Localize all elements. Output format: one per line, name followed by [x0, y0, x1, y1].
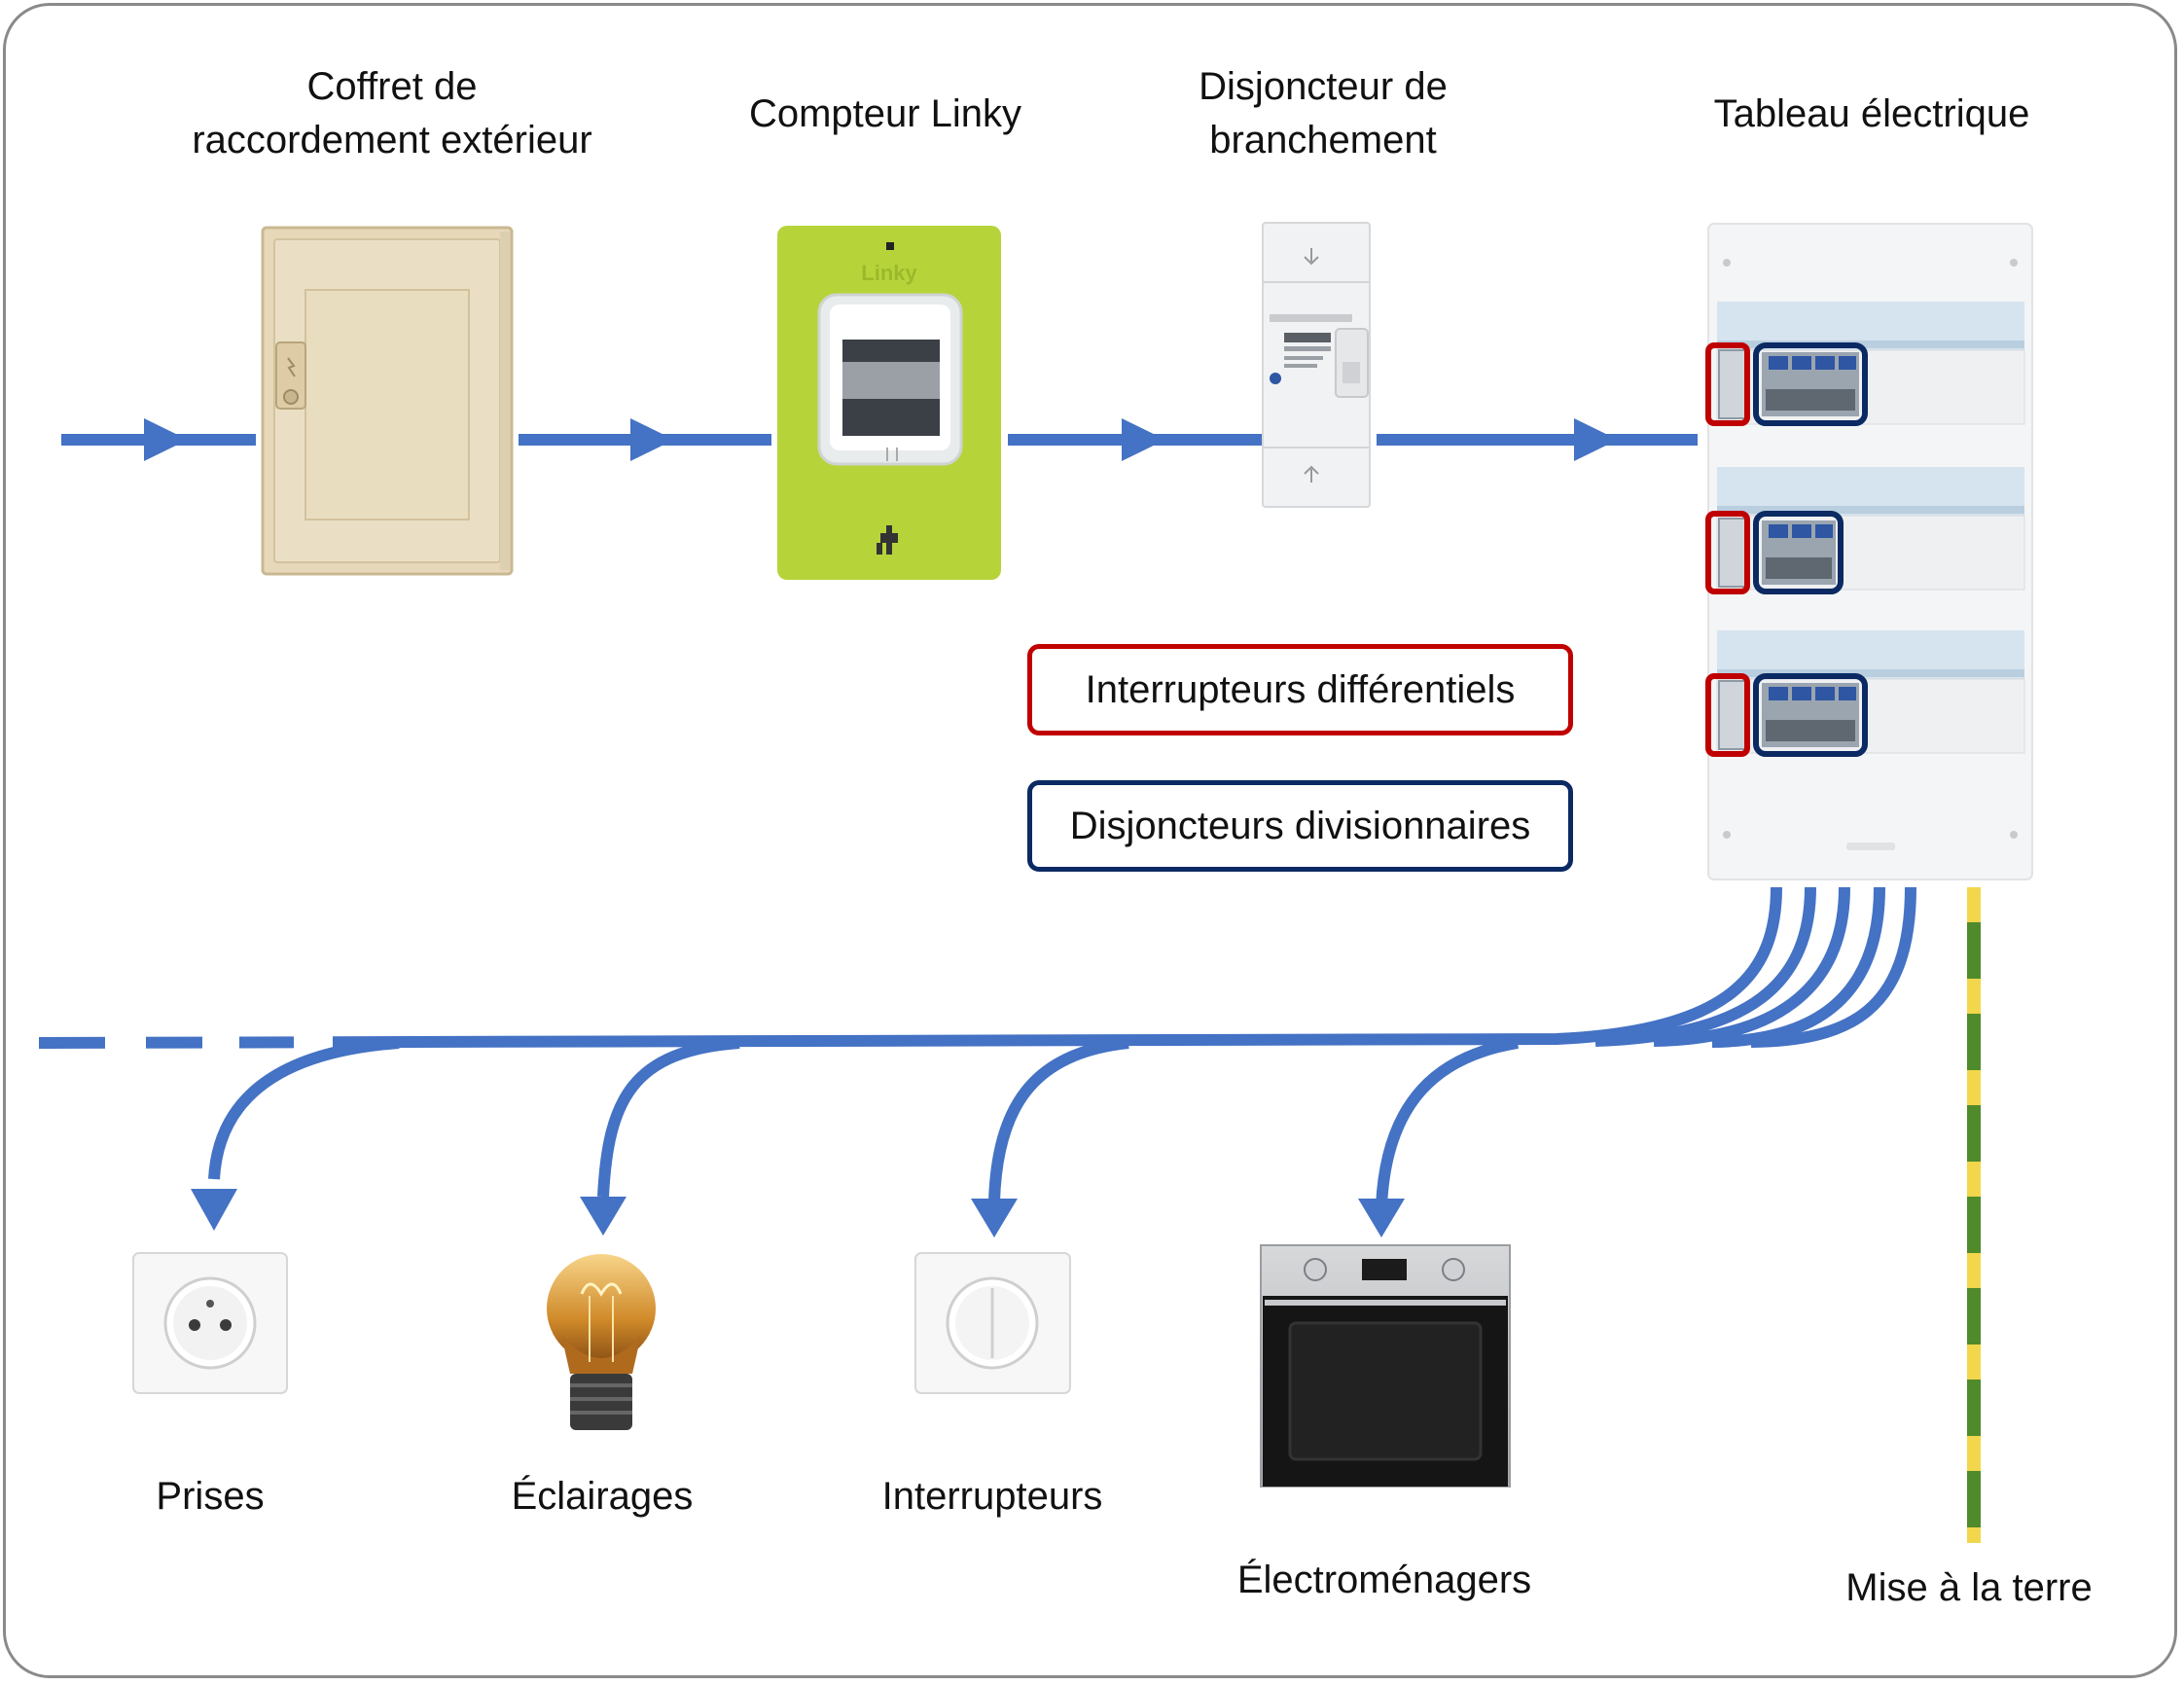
differential-highlight-3	[1705, 673, 1750, 757]
socket-icon	[132, 1252, 288, 1394]
label-prises: Prises	[156, 1475, 265, 1518]
legend-differential-label: Interrupteurs différentiels	[1085, 667, 1516, 711]
branch-arrowheads	[191, 1189, 1405, 1237]
bulb-icon	[547, 1254, 656, 1430]
linky-meter-image: Linky	[777, 226, 1001, 580]
label-coffret-line-1: Coffret de	[306, 65, 478, 108]
arrowhead-electromenagers	[1358, 1199, 1405, 1237]
label-coffret: Coffret de raccordement extérieur	[192, 60, 591, 167]
divisional-highlight-2	[1753, 511, 1844, 594]
arrowhead-prises	[191, 1189, 237, 1231]
divisional-highlight-1	[1753, 342, 1868, 426]
divisional-highlight-3	[1753, 673, 1868, 757]
diagram-frame	[3, 3, 2177, 1678]
branch-breaker-image	[1262, 222, 1371, 508]
label-tableau-line-1: Tableau électrique	[1713, 92, 2030, 135]
label-tableau: Tableau électrique	[1714, 88, 2030, 141]
electrical-panel-image	[1707, 223, 2033, 880]
differential-highlights	[1705, 342, 1750, 757]
oven-icon	[1260, 1244, 1511, 1488]
panel-row-3	[1716, 630, 2025, 754]
label-electromenagers: Électroménagers	[1236, 1559, 1532, 1601]
differential-highlight-1	[1705, 342, 1750, 426]
feed-arrow-2	[630, 418, 674, 461]
branch-cables	[208, 1037, 1519, 1207]
legend-differential: Interrupteurs différentiels	[1027, 644, 1573, 735]
linky-brand-text: Linky	[861, 261, 917, 285]
differential-highlight-2	[1705, 511, 1750, 594]
label-disjoncteur: Disjoncteur de branchement	[1199, 60, 1448, 167]
coffret-image	[261, 226, 514, 576]
panel-output-cables	[38, 886, 1916, 1049]
label-linky: Compteur Linky	[749, 88, 1021, 141]
label-earth: Mise à la terre	[1845, 1566, 2093, 1609]
panel-row-1	[1716, 302, 2025, 425]
divisional-highlights	[1753, 342, 1868, 757]
legend-divisional-label: Disjoncteurs divisionnaires	[1069, 804, 1531, 847]
panel-row-2	[1716, 467, 2025, 591]
label-disjoncteur-line-1: Disjoncteur de	[1199, 65, 1448, 108]
switch-icon	[914, 1252, 1071, 1394]
arrowhead-eclairages	[580, 1197, 627, 1236]
feed-arrows	[144, 418, 1618, 461]
arrowhead-interrupteurs	[971, 1199, 1018, 1237]
legend-divisional: Disjoncteurs divisionnaires	[1027, 780, 1573, 872]
label-coffret-line-2: raccordement extérieur	[192, 119, 592, 161]
label-eclairages: Éclairages	[511, 1475, 694, 1518]
label-disjoncteur-line-2: branchement	[1209, 119, 1437, 161]
label-linky-line-1: Compteur Linky	[748, 92, 1022, 135]
feed-arrow-4	[1574, 418, 1618, 461]
label-interrupteurs: Interrupteurs	[881, 1475, 1103, 1518]
feed-arrow-3	[1122, 418, 1165, 461]
feed-arrow-1	[144, 418, 188, 461]
bus-dashed-extension	[105, 1031, 333, 1055]
